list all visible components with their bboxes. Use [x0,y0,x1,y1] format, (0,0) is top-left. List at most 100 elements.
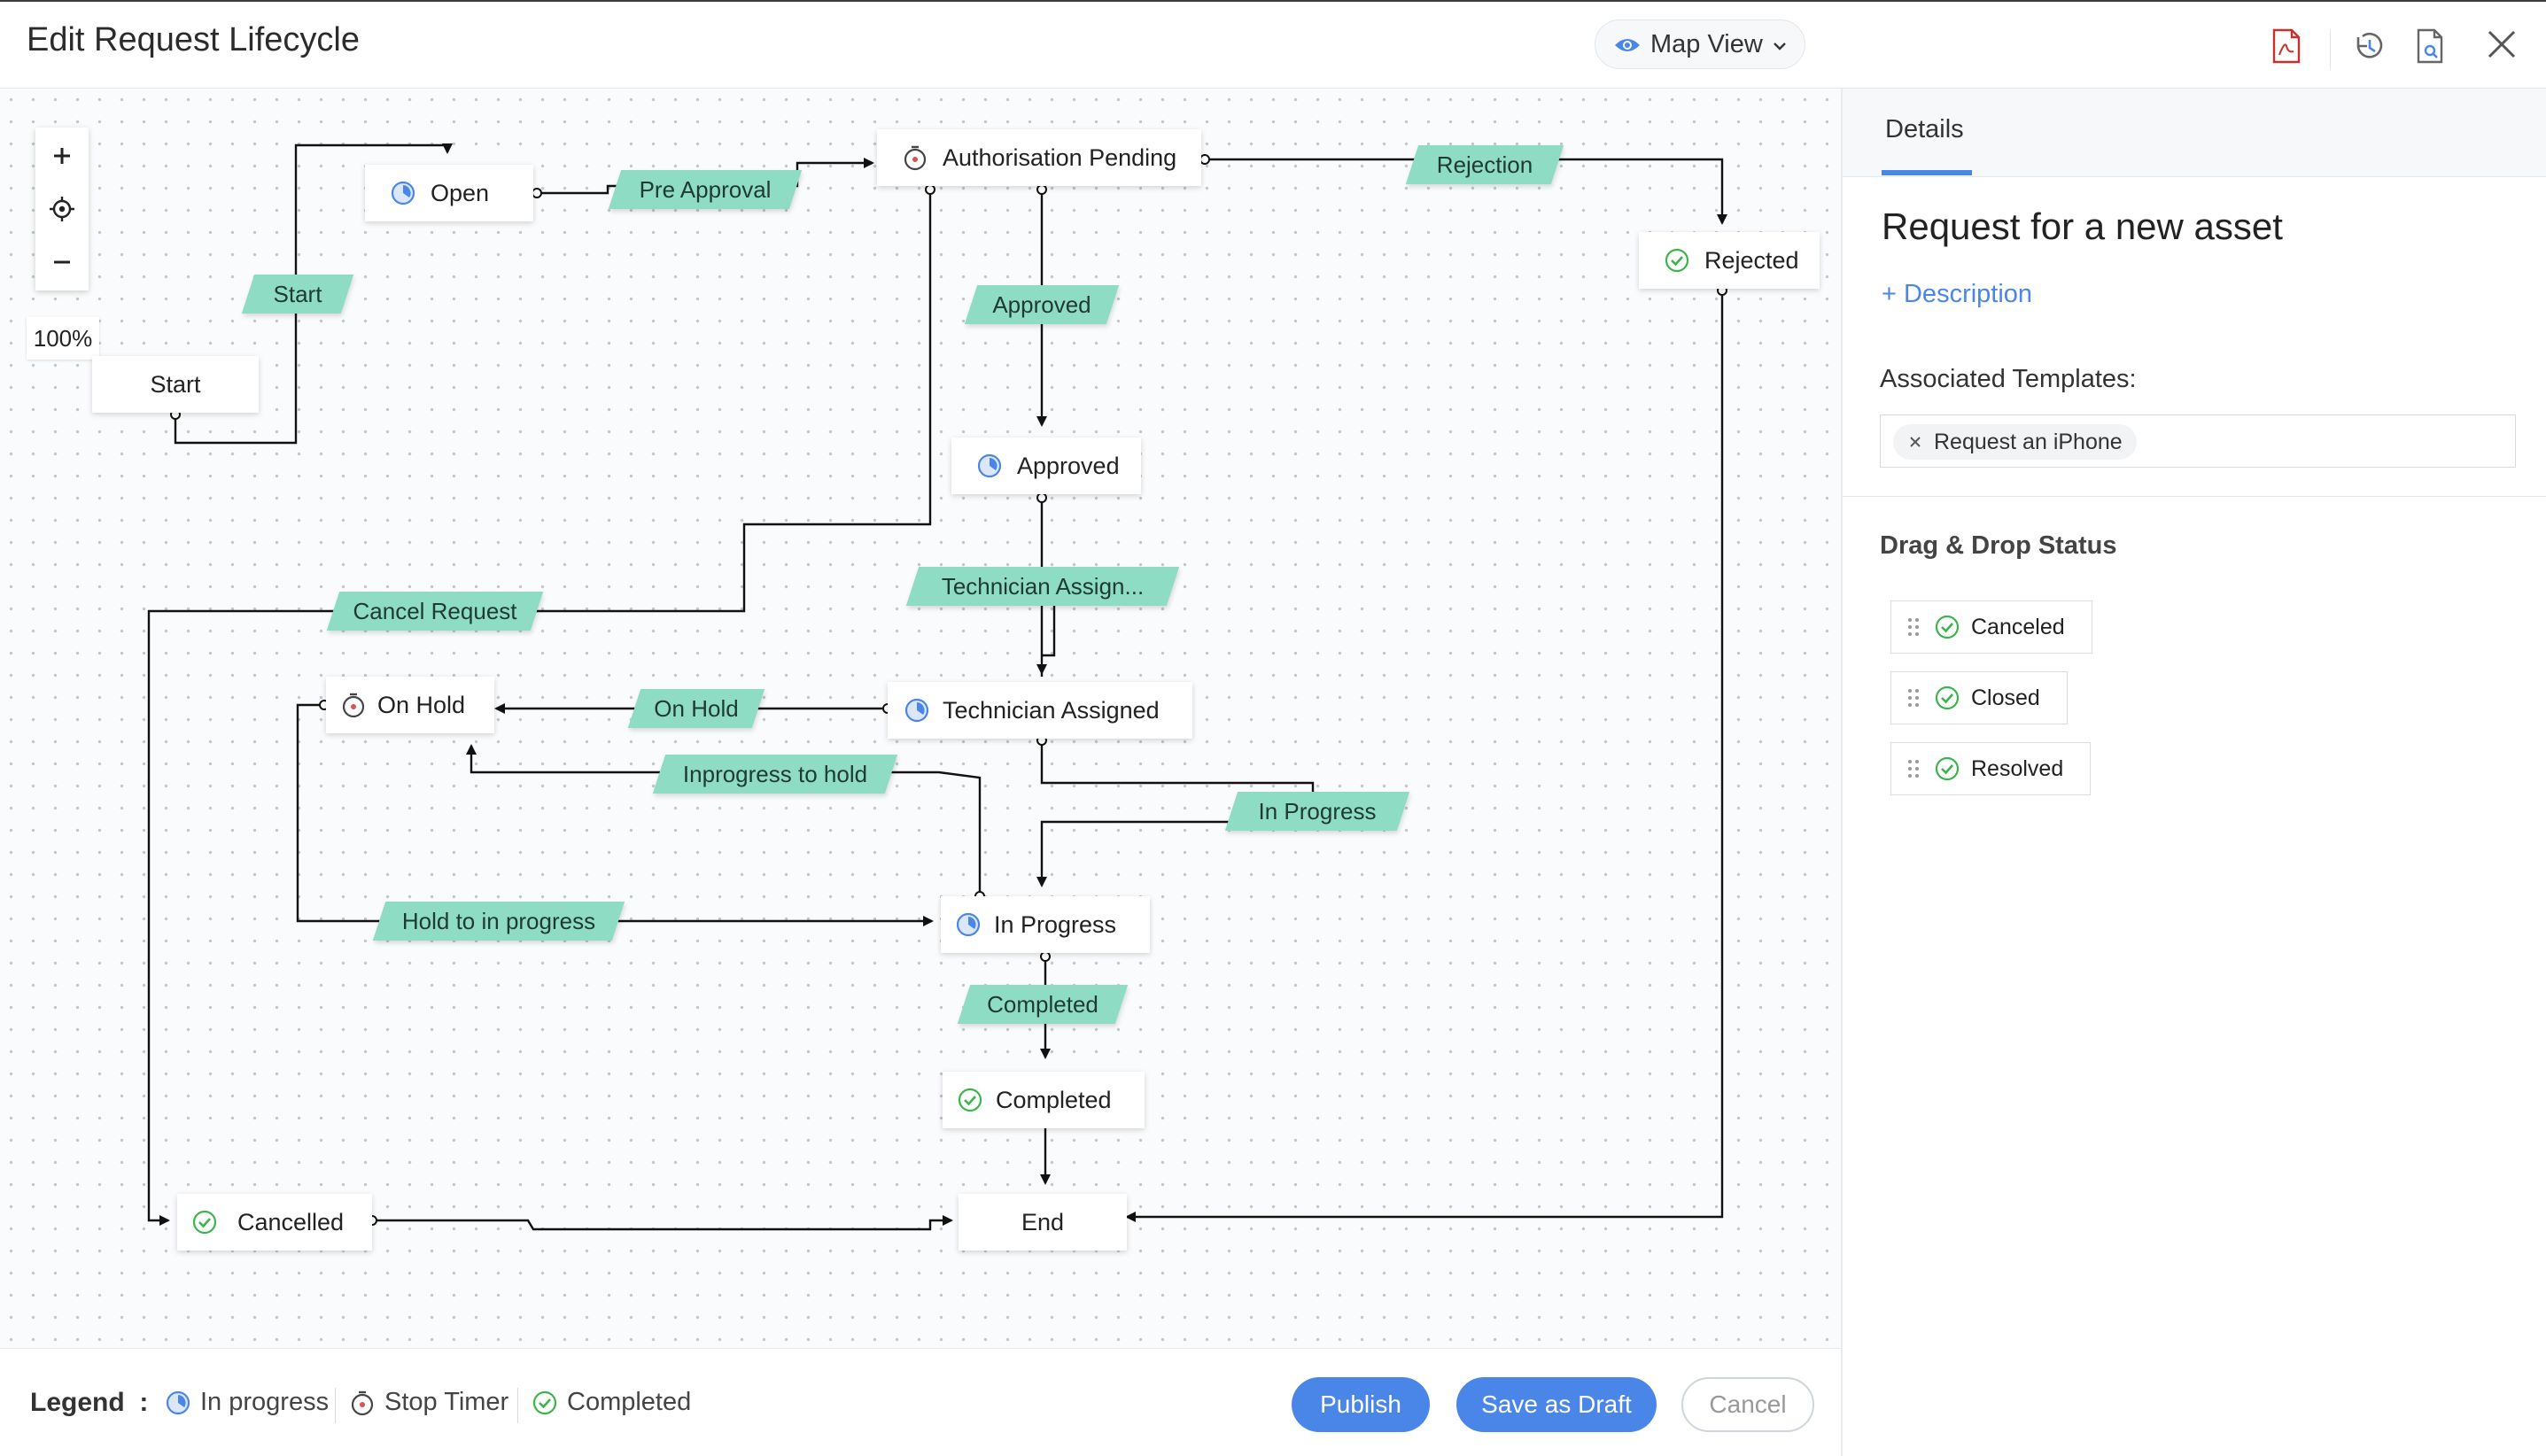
cancel-button[interactable]: Cancel [1681,1377,1814,1432]
node-label: Cancelled [237,1208,345,1235]
transition-label: On Hold [654,694,739,722]
recenter-button[interactable] [35,182,89,236]
save-as-draft-button[interactable]: Save as Draft [1456,1377,1657,1432]
transition-label: Inprogress to hold [682,760,868,787]
status-node-on-hold[interactable]: On Hold [326,677,494,733]
legend-separator [335,1388,336,1423]
status-node-in-progress[interactable]: In Progress [941,896,1150,953]
transition-connectors [147,143,1727,1231]
in-progress-icon [977,453,1002,478]
legend-item-in-progress: In progress [165,1388,329,1417]
status-node-approved[interactable]: Approved [951,438,1141,494]
drag-handle-icon[interactable] [1907,616,1920,638]
drag-drop-status-title: Drag & Drop Status [1880,531,2117,560]
status-node-completed[interactable]: Completed [943,1072,1145,1128]
draggable-status-label: Resolved [1971,755,2064,781]
chevron-down-icon [1774,43,1786,50]
zoom-controls [35,128,89,290]
transition-pre-approval[interactable]: Pre Approval [608,170,803,209]
in-progress-icon [166,1390,190,1414]
draggable-status-canceled[interactable]: Canceled [1890,600,2092,654]
transition-inprogress-to-hold[interactable]: Inprogress to hold [652,755,898,794]
zoom-level-indicator: 100% [27,317,99,360]
transition-completed[interactable]: Completed [957,985,1129,1024]
completed-icon [1935,615,1960,639]
zoom-out-button[interactable] [35,236,89,289]
legend-separator [517,1388,518,1423]
crosshair-icon [50,197,74,221]
publish-button[interactable]: Publish [1292,1377,1430,1432]
transition-start[interactable]: Start [241,275,354,314]
status-node-end[interactable]: End [959,1194,1127,1251]
status-node-start[interactable]: Start [92,356,259,413]
node-label: Rejected [1704,246,1799,274]
transition-hold-to-in-progress[interactable]: Hold to in progress [372,902,625,941]
pdf-export-icon[interactable] [2270,28,2302,64]
draggable-status-closed[interactable]: Closed [1890,671,2068,724]
transition-on-hold[interactable]: On Hold [627,689,765,728]
transition-label: Rejection [1436,151,1533,178]
close-icon[interactable] [2486,28,2518,60]
transition-label: Technician Assign... [941,572,1145,600]
transition-label: Start [273,280,322,307]
details-panel: Details Request for a new asset + Descri… [1841,89,2546,1456]
transition-approved[interactable]: Approved [964,285,1120,324]
draggable-status-label: Canceled [1971,614,2065,639]
legend-label: In progress [200,1388,330,1416]
completed-icon [958,1088,982,1112]
associated-templates-field[interactable]: Request an iPhone [1880,414,2516,468]
drag-handle-icon[interactable] [1907,687,1920,709]
template-chip: Request an iPhone [1893,424,2137,460]
panel-divider [1843,496,2546,497]
draggable-status-label: Closed [1971,685,2040,710]
transition-technician-assign[interactable]: Technician Assign... [905,567,1180,606]
in-progress-icon [904,698,929,723]
status-node-open[interactable]: Open [365,165,533,221]
associated-templates-label: Associated Templates: [1880,365,2137,393]
view-selector-label: Map View [1650,30,1763,58]
node-label: Start [150,370,201,398]
legend-label: Stop Timer [384,1388,509,1416]
remove-chip-icon[interactable] [1909,436,1921,448]
node-label: Authorisation Pending [943,143,1177,171]
stop-timer-icon [904,145,927,171]
plus-icon [54,148,70,164]
status-node-technician-assigned[interactable]: Technician Assigned [888,682,1192,739]
transition-in-progress[interactable]: In Progress [1224,792,1410,831]
completed-icon [1935,685,1960,710]
node-label: In Progress [994,910,1117,938]
in-progress-icon [391,181,415,205]
request-title: Request for a new asset [1882,205,2283,247]
stop-timer-icon [342,693,365,718]
node-label: Open [431,179,490,206]
completed-icon [1665,248,1689,273]
drag-handle-icon[interactable] [1907,758,1920,779]
stop-timer-icon [351,1390,374,1415]
status-node-cancelled[interactable]: Cancelled [177,1194,372,1251]
add-description-link[interactable]: + Description [1882,280,2033,308]
legend-item-completed: Completed [532,1388,691,1417]
eye-icon [1615,39,1640,51]
completed-icon [1935,756,1960,781]
status-node-authorisation-pending[interactable]: Authorisation Pending [877,129,1201,186]
history-icon[interactable] [2351,28,2387,64]
transition-cancel-request[interactable]: Cancel Request [326,592,544,631]
node-label: Technician Assigned [943,696,1160,724]
node-label: On Hold [377,691,466,718]
legend-title: Legend : [30,1388,148,1418]
legend-colon: : [139,1388,149,1417]
node-label: Approved [1017,452,1120,479]
view-selector-dropdown[interactable]: Map View [1595,19,1805,69]
active-tab-indicator [1882,170,1972,175]
header-separator [2330,30,2331,69]
document-search-icon[interactable] [2415,28,2447,64]
transition-label: Hold to in progress [401,907,596,934]
legend-title-text: Legend [30,1388,125,1417]
lifecycle-canvas[interactable]: 100% Start Open Authorisation Pending Re… [0,89,1841,1348]
minus-icon [54,260,70,264]
status-node-rejected[interactable]: Rejected [1639,232,1820,289]
tab-details[interactable]: Details [1885,115,1964,143]
transition-rejection[interactable]: Rejection [1405,145,1564,184]
zoom-in-button[interactable] [35,129,89,182]
draggable-status-resolved[interactable]: Resolved [1890,742,2092,795]
